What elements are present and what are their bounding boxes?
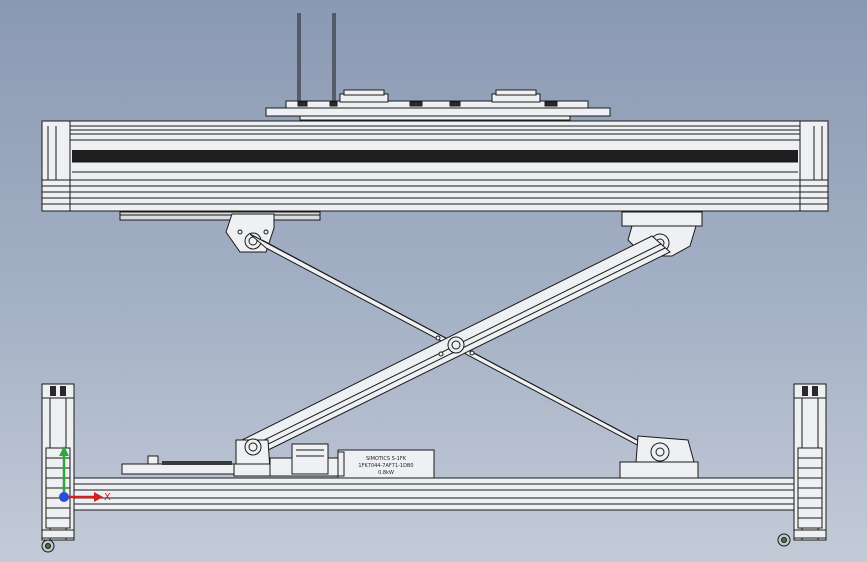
linear-actuator[interactable]	[269, 443, 341, 477]
center-pivot	[435, 335, 475, 357]
lower-right-slider-block[interactable]	[619, 435, 699, 479]
upper-guide-rail	[119, 211, 321, 221]
servo-motor[interactable]: SIMOTICS S-1FK 1FK7044-7AF71-1DB0 0.8kW	[337, 449, 435, 479]
x-axis-label: X	[104, 492, 111, 503]
right-caster-wheel	[777, 529, 827, 547]
right-support-leg[interactable]	[793, 383, 827, 541]
coordinate-triad: X	[59, 446, 111, 503]
lower-rack	[121, 455, 235, 475]
motor-label-line2: 1FK7044-7AF71-1DB0	[358, 463, 413, 469]
upper-frame-extrusion[interactable]	[41, 120, 829, 212]
left-support-leg[interactable]	[41, 383, 75, 541]
left-caster-wheel	[41, 529, 75, 553]
top-mounting-plate[interactable]	[265, 89, 611, 121]
motor-label-line1: SIMOTICS S-1FK	[366, 456, 407, 462]
lower-frame-extrusion[interactable]	[73, 477, 795, 511]
antenna-rods	[297, 13, 336, 104]
lower-left-pivot-bracket[interactable]	[233, 438, 273, 477]
motor-label-line3: 0.8kW	[378, 470, 394, 476]
